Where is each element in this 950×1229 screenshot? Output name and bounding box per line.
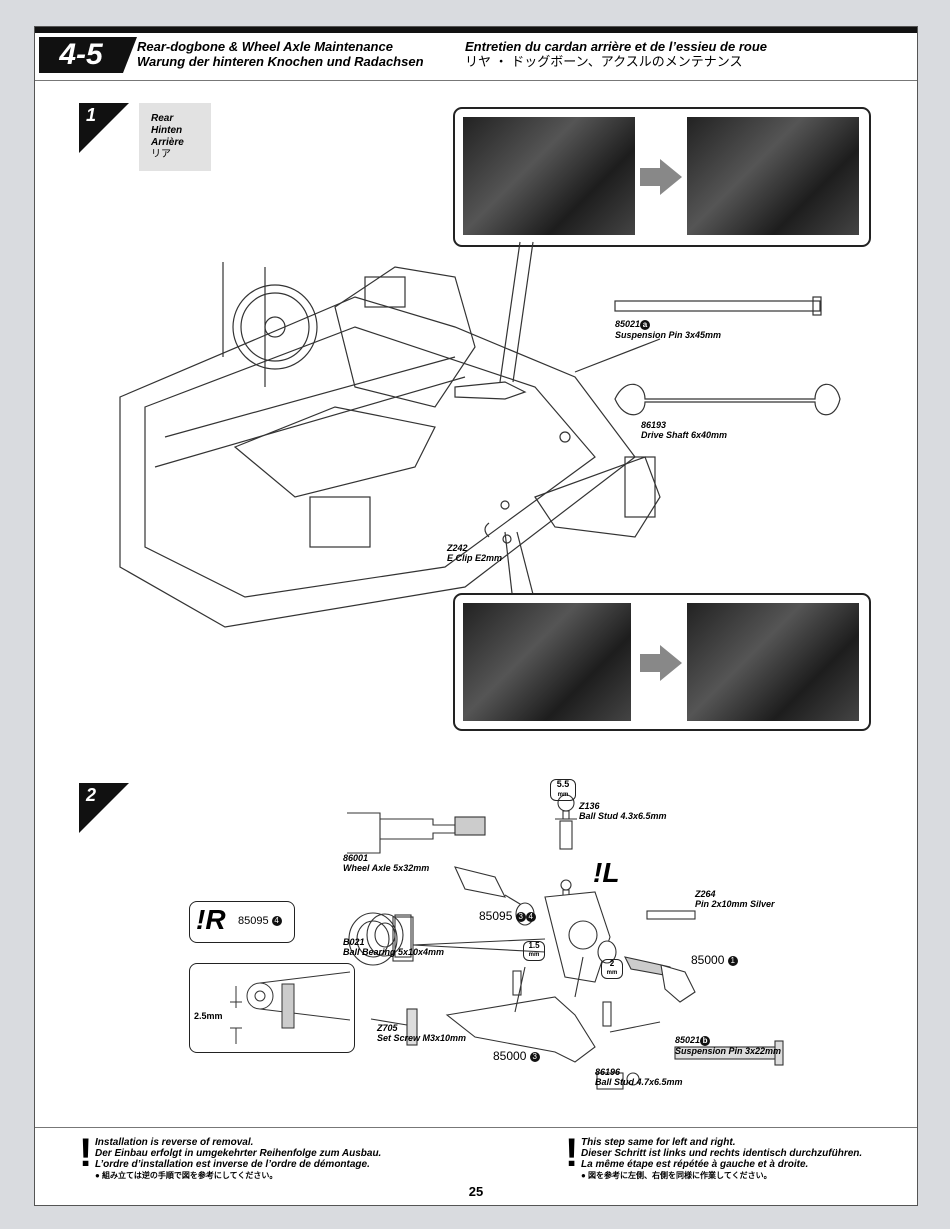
location-en: Rear: [151, 113, 174, 124]
top-rule: [35, 27, 917, 33]
photo-pliers-after: [687, 117, 859, 235]
right-side-part: 85095 4: [238, 915, 282, 927]
arm-part-callout: 85000 3: [493, 1049, 540, 1063]
location-fr: Arrière: [151, 137, 184, 148]
arrow-right-icon: [640, 159, 682, 195]
footer-divider: [35, 1127, 917, 1128]
title-english: Rear-dogbone & Wheel Axle Maintenance: [137, 39, 393, 54]
title-german: Warung der hinteren Knochen und Radachse…: [137, 54, 424, 69]
right-side-box: !R 85095 4: [189, 901, 295, 943]
section-badge: 4-5: [39, 37, 137, 73]
photo-panel-top: [453, 107, 871, 247]
set-screw-detail-drawing: [230, 971, 351, 1044]
arrow-right-icon: [640, 645, 682, 681]
photo-panel-bottom: [453, 593, 871, 731]
chassis-illustration: [119, 241, 841, 628]
hub-exploded-illustration: [347, 794, 784, 1090]
footer-note-left: Installation is reverse of removal. Der …: [95, 1137, 382, 1180]
dimension-label: 2.5mm: [194, 1011, 223, 1021]
title-french: Entretien du cardan arrière et de l’essi…: [465, 39, 767, 54]
left-side-marker: !L: [593, 857, 620, 888]
header-divider: [35, 80, 917, 81]
location-ja: リア: [151, 149, 171, 160]
page-number: 25: [468, 1184, 484, 1199]
warning-icon: !: [565, 1131, 579, 1175]
footer-note-right: This step same for left and right. Diese…: [581, 1137, 863, 1180]
photo-eclip-after: [687, 603, 859, 721]
warning-icon: !: [79, 1131, 93, 1175]
set-screw-detail-box: 2.5mm: [189, 963, 355, 1053]
title-japanese: リヤ ・ ドッグボーン、アクスルのメンテナンス: [465, 54, 743, 69]
location-box: Rear Hinten Arrière リア: [139, 103, 211, 171]
photo-pliers-before: [463, 117, 635, 235]
right-side-marker: !R: [196, 904, 226, 935]
manual-page: 4-5 Rear-dogbone & Wheel Axle Maintenanc…: [34, 26, 918, 1206]
location-de: Hinten: [151, 125, 183, 136]
photo-eclip-before: [463, 603, 631, 721]
nut-part-callout: 85000 1: [691, 953, 738, 967]
